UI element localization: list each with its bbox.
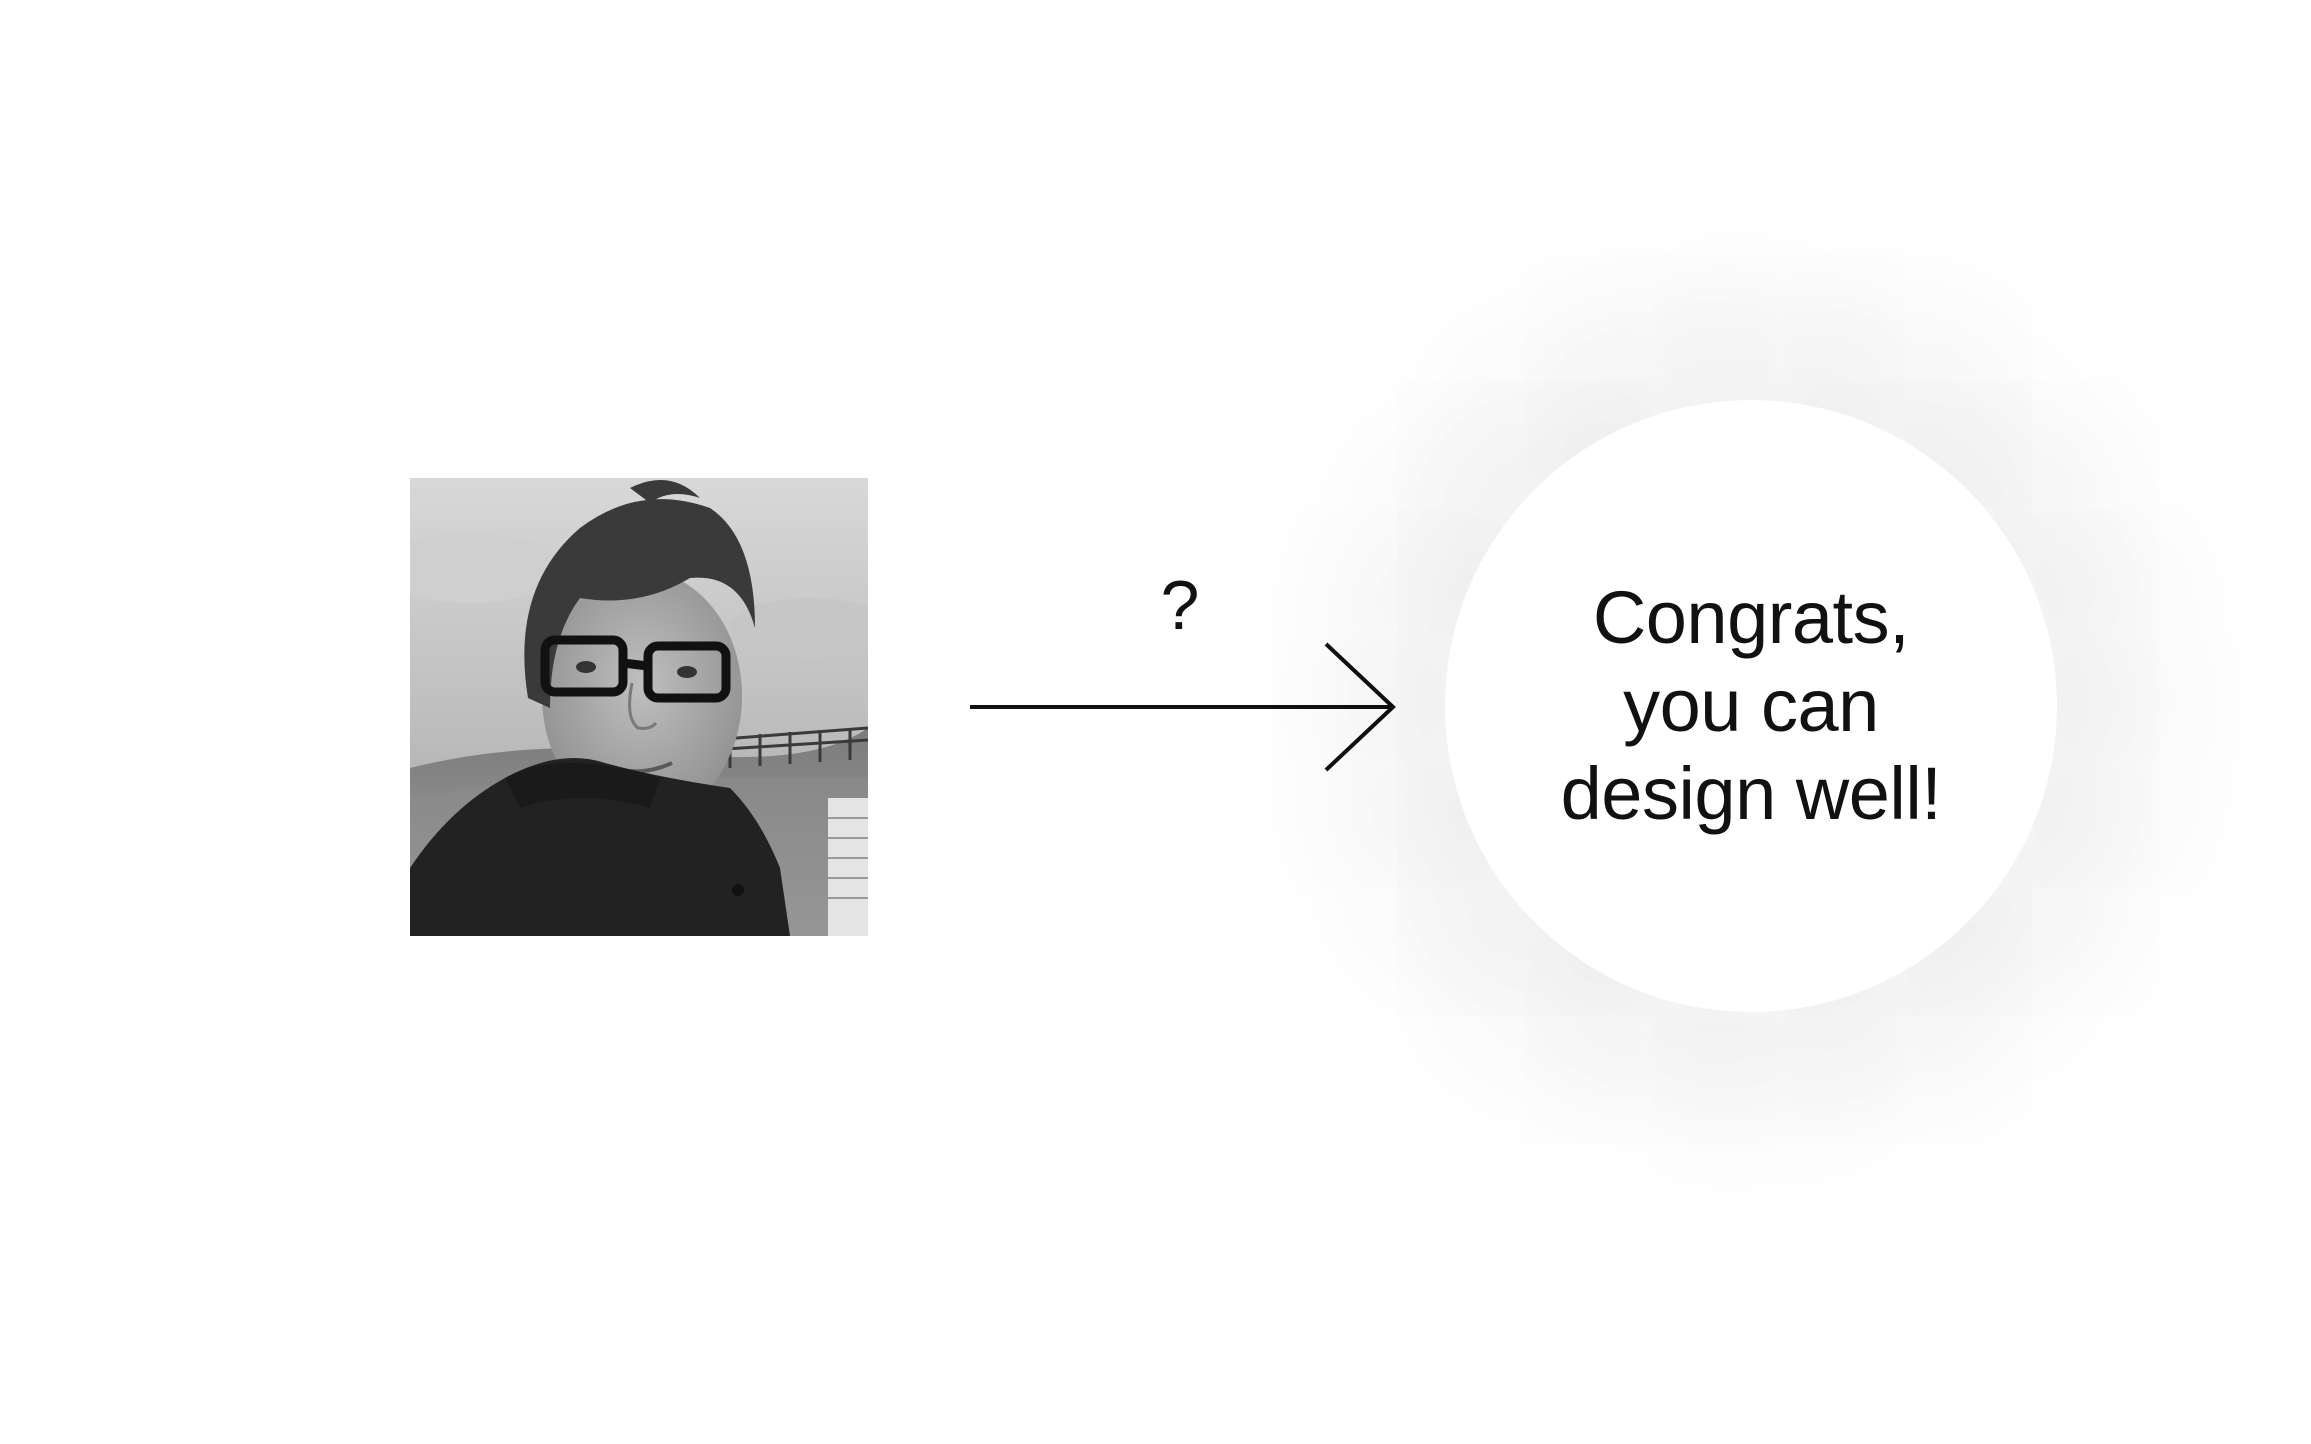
result-circle: Congrats, you can design well! <box>1445 400 2057 1012</box>
portrait-photo <box>410 478 868 936</box>
result-line-3: design well! <box>1560 752 1942 835</box>
connector-label: ? <box>1160 566 1200 644</box>
result-line-2: you can <box>1623 664 1879 747</box>
arrow-right-icon <box>965 640 1405 775</box>
result-text: Congrats, you can design well! <box>1561 574 1942 838</box>
result-line-1: Congrats, <box>1592 576 1910 659</box>
